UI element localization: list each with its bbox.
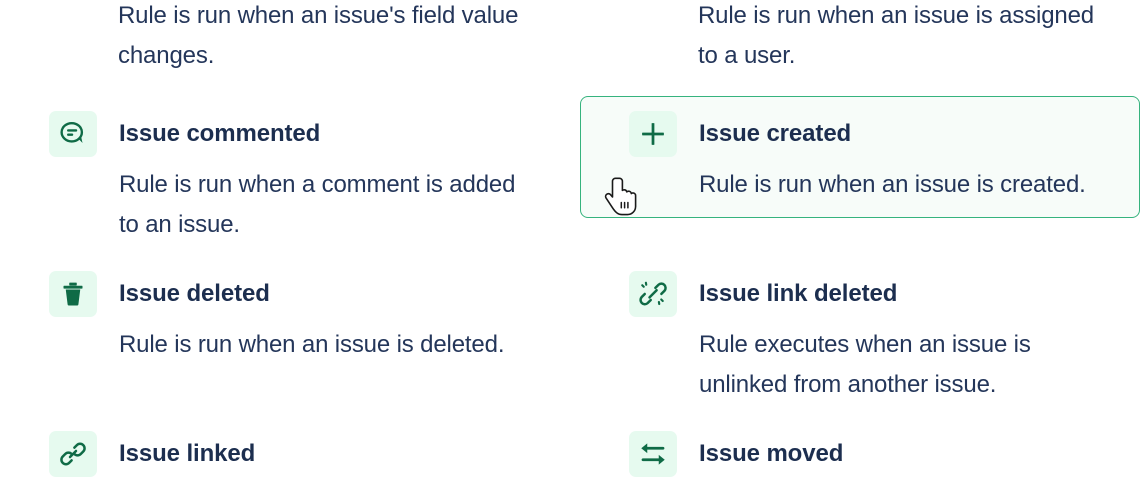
option-description: Rule is run when a comment is added to a…	[119, 171, 516, 238]
trash-icon	[49, 271, 97, 317]
option-description: Rule is run when an issue is created.	[699, 171, 1086, 198]
trigger-options-grid: Rule is run when an issue's field value …	[0, 0, 1140, 477]
option-title: Issue created	[699, 120, 852, 147]
option-title: Issue moved	[699, 440, 844, 467]
option-header: Issue deleted	[49, 271, 537, 317]
option-header: Issue created	[629, 111, 1117, 157]
trigger-cell-issue-deleted: Issue deleted Rule is run when an issue …	[0, 256, 560, 416]
trigger-option-issue-linked[interactable]: Issue linked	[0, 416, 560, 490]
option-description: Rule executes when an issue is unlinked …	[699, 331, 1031, 398]
option-title: Issue commented	[119, 120, 321, 147]
trigger-cell-issue-created: Issue created Rule is run when an issue …	[580, 96, 1140, 256]
option-header: Issue link deleted	[629, 271, 1117, 317]
trigger-option-issue-created[interactable]: Issue created Rule is run when an issue …	[580, 96, 1140, 218]
option-title: Issue linked	[119, 440, 256, 467]
option-title: Issue deleted	[119, 280, 270, 307]
comment-icon	[49, 111, 97, 157]
option-description: Rule is run when an issue is assigned to…	[698, 2, 1095, 69]
option-description: Rule is run when an issue is deleted.	[119, 331, 505, 358]
trigger-option-issue-deleted[interactable]: Issue deleted Rule is run when an issue …	[0, 256, 560, 378]
trigger-cell-issue-linked: Issue linked	[0, 416, 560, 477]
trigger-option-issue-link-deleted[interactable]: Issue link deleted Rule executes when an…	[580, 256, 1140, 418]
trigger-cell-issue-link-deleted: Issue link deleted Rule executes when an…	[580, 256, 1140, 416]
trigger-option-issue-moved[interactable]: Issue moved	[580, 416, 1140, 490]
plus-icon	[629, 111, 677, 157]
trigger-cell-issue-commented: Issue commented Rule is run when a comme…	[0, 96, 560, 256]
option-header: Issue moved	[629, 431, 1117, 477]
option-header: Issue linked	[49, 431, 537, 477]
broken-link-icon	[629, 271, 677, 317]
transfer-arrows-icon	[629, 431, 677, 477]
option-title: Issue link deleted	[699, 280, 898, 307]
link-icon	[49, 431, 97, 477]
trigger-cell-issue-moved: Issue moved	[580, 416, 1140, 477]
option-header: Issue commented	[49, 111, 537, 157]
trigger-option-issue-assigned[interactable]: Rule is run when an issue is assigned to…	[580, 0, 1140, 96]
option-description: Rule is run when an issue's field value …	[118, 2, 519, 69]
trigger-option-issue-field-value-changed[interactable]: Rule is run when an issue's field value …	[0, 0, 560, 96]
trigger-option-issue-commented[interactable]: Issue commented Rule is run when a comme…	[0, 96, 560, 258]
